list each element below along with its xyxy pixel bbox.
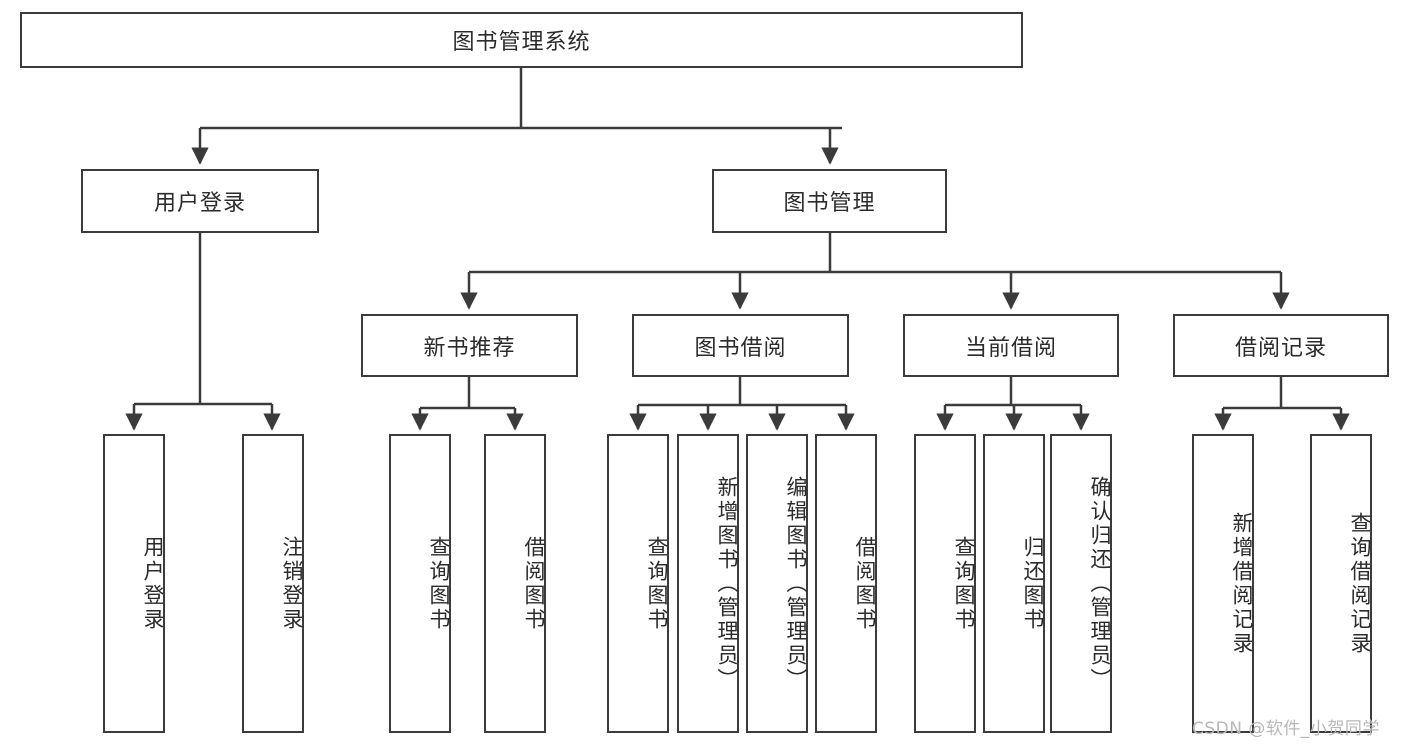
node-label: 查询借阅记录 bbox=[1348, 511, 1372, 656]
node-label: 查询图书 bbox=[952, 535, 976, 632]
leaf-query-book-recommend[interactable]: 查询图书 bbox=[389, 434, 451, 733]
leaf-query-book-current[interactable]: 查询图书 bbox=[914, 434, 976, 733]
leaf-query-borrow-record[interactable]: 查询借阅记录 bbox=[1310, 434, 1372, 733]
node-label: 新书推荐 bbox=[423, 335, 516, 361]
node-user-login[interactable]: 用户登录 bbox=[81, 169, 319, 233]
leaf-edit-book-admin[interactable]: 编辑图书（管理员） bbox=[746, 434, 808, 733]
node-borrow-record[interactable]: 借阅记录 bbox=[1173, 314, 1389, 377]
node-label: 注销登录 bbox=[280, 535, 304, 632]
node-book-management[interactable]: 图书管理 bbox=[712, 169, 947, 233]
node-label: 查询图书 bbox=[645, 535, 669, 632]
node-label: 图书管理系统 bbox=[452, 30, 591, 55]
node-label: 图书管理 bbox=[783, 191, 876, 216]
node-label: 用户登录 bbox=[141, 535, 165, 632]
leaf-add-borrow-record[interactable]: 新增借阅记录 bbox=[1192, 434, 1254, 733]
leaf-add-book-admin[interactable]: 新增图书（管理员） bbox=[677, 434, 739, 733]
node-label: 当前借阅 bbox=[964, 335, 1057, 361]
leaf-query-book-borrow[interactable]: 查询图书 bbox=[607, 434, 669, 733]
node-label: 查询图书 bbox=[427, 535, 451, 632]
node-current-borrow[interactable]: 当前借阅 bbox=[903, 314, 1119, 377]
node-label: 确认归还（管理员） bbox=[1088, 475, 1112, 692]
node-label: 借阅图书 bbox=[522, 535, 546, 632]
leaf-borrow-book-recommend[interactable]: 借阅图书 bbox=[484, 434, 546, 733]
node-root[interactable]: 图书管理系统 bbox=[20, 12, 1023, 68]
leaf-user-login[interactable]: 用户登录 bbox=[103, 434, 165, 733]
leaf-return-book[interactable]: 归还图书 bbox=[983, 434, 1045, 733]
node-label: 新增借阅记录 bbox=[1230, 511, 1254, 656]
leaf-logout[interactable]: 注销登录 bbox=[242, 434, 304, 733]
node-label: 归还图书 bbox=[1021, 535, 1045, 632]
leaf-borrow-book[interactable]: 借阅图书 bbox=[815, 434, 877, 733]
node-book-borrow[interactable]: 图书借阅 bbox=[632, 314, 849, 377]
node-label: 借阅记录 bbox=[1234, 335, 1327, 361]
watermark-text: CSDN @软件_小贺同学 bbox=[1192, 719, 1380, 739]
node-label: 借阅图书 bbox=[853, 535, 877, 632]
node-label: 图书借阅 bbox=[694, 335, 787, 361]
leaf-confirm-return-admin[interactable]: 确认归还（管理员） bbox=[1050, 434, 1112, 733]
node-label: 新增图书（管理员） bbox=[715, 475, 739, 692]
node-label: 编辑图书（管理员） bbox=[784, 475, 808, 692]
node-label: 用户登录 bbox=[153, 191, 246, 216]
node-new-book-recommend[interactable]: 新书推荐 bbox=[361, 314, 578, 377]
